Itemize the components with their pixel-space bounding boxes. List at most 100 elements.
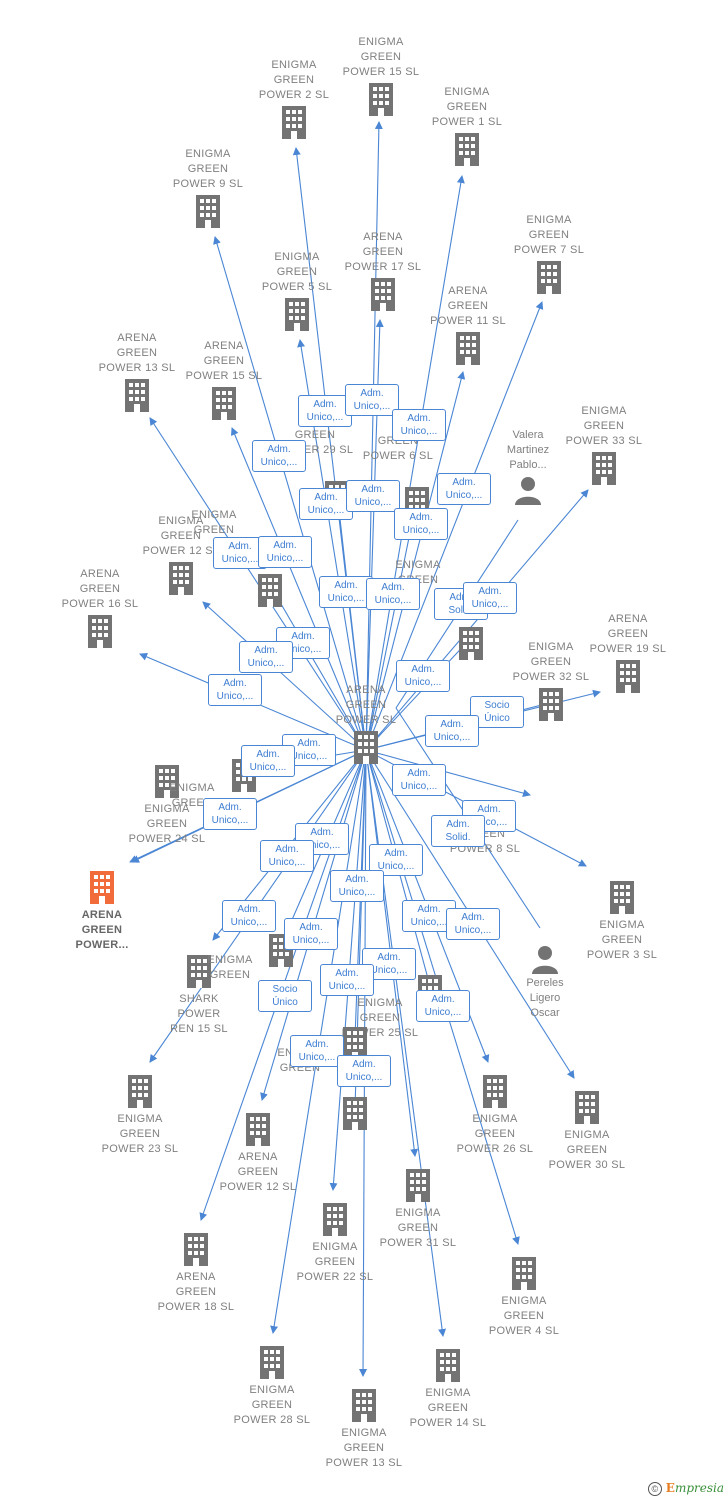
relation-label[interactable]: Adm. Unico,... xyxy=(208,674,262,706)
building-icon xyxy=(459,627,483,660)
building-icon xyxy=(169,562,193,595)
relation-label[interactable]: Adm. Unico,... xyxy=(437,473,491,505)
company-node[interactable]: ENIGMA GREEN POWER 14 SL xyxy=(393,1346,503,1431)
building-icon xyxy=(592,452,616,485)
company-node[interactable]: ENIGMA GREEN POWER 32 SL xyxy=(496,640,606,725)
company-label: ENIGMA GREEN xyxy=(191,509,237,536)
relation-label[interactable]: Adm. Unico,... xyxy=(320,964,374,996)
relation-label[interactable]: Adm. Unico,... xyxy=(396,660,450,692)
company-node[interactable]: ENIGMA GREEN POWER 5 SL xyxy=(242,250,352,335)
relation-label[interactable]: Adm. Unico,... xyxy=(369,844,423,876)
relation-label[interactable]: Adm. Unico,... xyxy=(222,900,276,932)
company-node[interactable]: ENIGMA GREEN POWER 2 SL xyxy=(239,58,349,143)
company-node[interactable]: ENIGMA GREEN POWER 31 SL xyxy=(363,1166,473,1251)
building-icon xyxy=(406,1169,430,1202)
company-node[interactable]: ARENA GREEN POWER 15 SL xyxy=(169,339,279,424)
building-icon xyxy=(352,1389,376,1422)
focus-company-node[interactable]: ARENA GREEN POWER... xyxy=(47,868,157,953)
relation-label[interactable]: Adm. Unico,... xyxy=(298,395,352,427)
company-node[interactable]: ENIGMA GREEN POWER 9 SL xyxy=(153,147,263,232)
company-node[interactable]: ARENA GREEN POWER 12 SL xyxy=(203,1110,313,1195)
relation-label[interactable]: Adm. Unico,... xyxy=(203,798,257,830)
company-node[interactable]: ENIGMA GREEN POWER 26 SL xyxy=(440,1072,550,1157)
company-label: ENIGMA GREEN xyxy=(169,782,215,809)
building-icon xyxy=(125,379,149,412)
company-node[interactable]: ENIGMA GREEN POWER 12 SL xyxy=(126,514,236,599)
relation-edge xyxy=(230,427,367,751)
relation-label[interactable]: Adm. Unico,... xyxy=(446,908,500,940)
company-node[interactable]: ARENA GREEN POWER 17 SL xyxy=(328,230,438,315)
company-label: ENIGMA GREEN POWER 23 SL xyxy=(101,1113,179,1155)
relation-label[interactable]: Adm. Unico,... xyxy=(319,576,373,608)
company-node[interactable]: ENIGMA GREEN POWER 28 SL xyxy=(217,1343,327,1428)
company-node[interactable]: ENIGMA GREEN POWER 33 SL xyxy=(549,404,659,489)
company-node[interactable]: SHARK POWER REN 15 SL xyxy=(144,952,254,1037)
company-node[interactable]: ARENA GREEN POWER 18 SL xyxy=(141,1230,251,1315)
company-label: ARENA GREEN POWER 17 SL xyxy=(344,231,422,273)
company-node[interactable]: ARENA GREEN POWER 13 SL xyxy=(82,331,192,416)
company-node[interactable]: ARENA GREEN POWER 11 SL xyxy=(413,284,523,369)
company-node[interactable]: ENIGMA GREEN POWER 7 SL xyxy=(494,213,604,298)
person-node[interactable]: Valera Martinez Pablo... xyxy=(473,428,583,507)
relation-edge xyxy=(213,236,367,751)
company-node[interactable]: ENIGMA GREEN POWER 1 SL xyxy=(412,85,522,170)
relation-label[interactable]: Adm. Unico,... xyxy=(416,990,470,1022)
relation-label[interactable]: Adm. Unico,... xyxy=(345,384,399,416)
company-node[interactable]: ENIGMA GREEN POWER 3 SL xyxy=(567,878,677,963)
relation-label[interactable]: Socio Único xyxy=(258,980,312,1012)
relation-label[interactable]: Adm. Unico,... xyxy=(366,578,420,610)
company-node[interactable]: ARENA GREEN POWER 19 SL xyxy=(573,612,683,697)
relation-label[interactable]: Adm. Unico,... xyxy=(241,745,295,777)
building-icon xyxy=(88,615,112,648)
company-label: ENIGMA GREEN POWER 7 SL xyxy=(513,214,585,256)
relation-label[interactable]: Adm. Unico,... xyxy=(252,440,306,472)
building-icon xyxy=(187,955,211,988)
company-node[interactable]: ENIGMA GREEN POWER 4 SL xyxy=(469,1254,579,1339)
building-icon xyxy=(354,731,378,764)
relation-label[interactable]: Socio Único xyxy=(470,696,524,728)
center-company-node[interactable]: ARENA GREEN POWER SL xyxy=(311,683,421,768)
person-icon xyxy=(532,946,558,974)
relation-label[interactable]: Adm. Unico,... xyxy=(346,480,400,512)
brand-logo: Empresia xyxy=(665,1481,724,1495)
company-node[interactable]: ENIGMA GREEN xyxy=(191,509,325,611)
relation-edge xyxy=(365,301,544,751)
company-label: ENIGMA GREEN POWER 3 SL xyxy=(586,919,658,961)
relation-label[interactable]: Adm. Solid. xyxy=(431,815,485,847)
copyright-icon: © xyxy=(647,1482,662,1496)
relation-label[interactable]: Adm. Unico,... xyxy=(299,488,353,520)
company-node[interactable]: ARENA GREEN POWER 16 SL xyxy=(45,567,155,652)
company-node[interactable]: ENIGMA GREEN POWER 23 SL xyxy=(85,1072,195,1157)
relation-label[interactable]: Adm. Unico,... xyxy=(260,840,314,872)
relation-label[interactable]: Adm. Unico,... xyxy=(290,1035,344,1067)
company-label: ENIGMA GREEN POWER 2 SL xyxy=(258,59,330,101)
building-icon xyxy=(610,881,634,914)
relation-label[interactable]: Adm. Unico,... xyxy=(337,1055,391,1087)
relation-label[interactable]: Adm. Unico,... xyxy=(392,409,446,441)
company-label: ENIGMA GREEN POWER 4 SL xyxy=(488,1295,560,1337)
relation-label[interactable]: Adm. Unico,... xyxy=(394,508,448,540)
relation-label[interactable]: Adm. Unico,... xyxy=(239,641,293,673)
company-node[interactable]: ENIGMA GREEN POWER 15 SL xyxy=(326,35,436,120)
building-icon xyxy=(343,1027,367,1060)
company-node[interactable]: ENIGMA GREEN xyxy=(395,559,526,664)
relation-edge xyxy=(365,637,472,751)
company-node[interactable]: ENIGMA GREEN POWER 30 SL xyxy=(532,1088,642,1173)
company-label: ENIGMA GREEN POWER 31 SL xyxy=(379,1207,457,1249)
company-node[interactable]: ENIGMA GREEN POWER 24 SL xyxy=(112,762,222,847)
relation-label[interactable]: Adm. Unico,... xyxy=(425,715,479,747)
company-node[interactable]: ENIGMA GREEN POWER 22 SL xyxy=(280,1200,390,1285)
relation-label[interactable]: Adm. Unico,... xyxy=(295,823,349,855)
company-label: ENIGMA GREEN POWER 32 SL xyxy=(512,641,590,683)
relation-label[interactable]: Adm. Unico,... xyxy=(258,536,312,568)
relation-label[interactable]: Adm. Unico,... xyxy=(392,764,446,796)
company-node[interactable] xyxy=(300,1094,410,1134)
company-label: ENIGMA GREEN POWER 5 SL xyxy=(261,251,333,293)
person-node[interactable]: Pereles Ligero Oscar xyxy=(490,942,600,1021)
company-label: ENIGMA GREEN POWER 24 SL xyxy=(128,803,206,845)
relation-edge xyxy=(365,497,418,751)
relation-label[interactable]: Adm. Unico,... xyxy=(463,582,517,614)
company-node[interactable]: ENIGMA GREEN POWER 13 SL xyxy=(309,1386,419,1471)
relation-label[interactable]: Adm. Unico,... xyxy=(330,870,384,902)
relation-label[interactable]: Adm. Unico,... xyxy=(284,918,338,950)
